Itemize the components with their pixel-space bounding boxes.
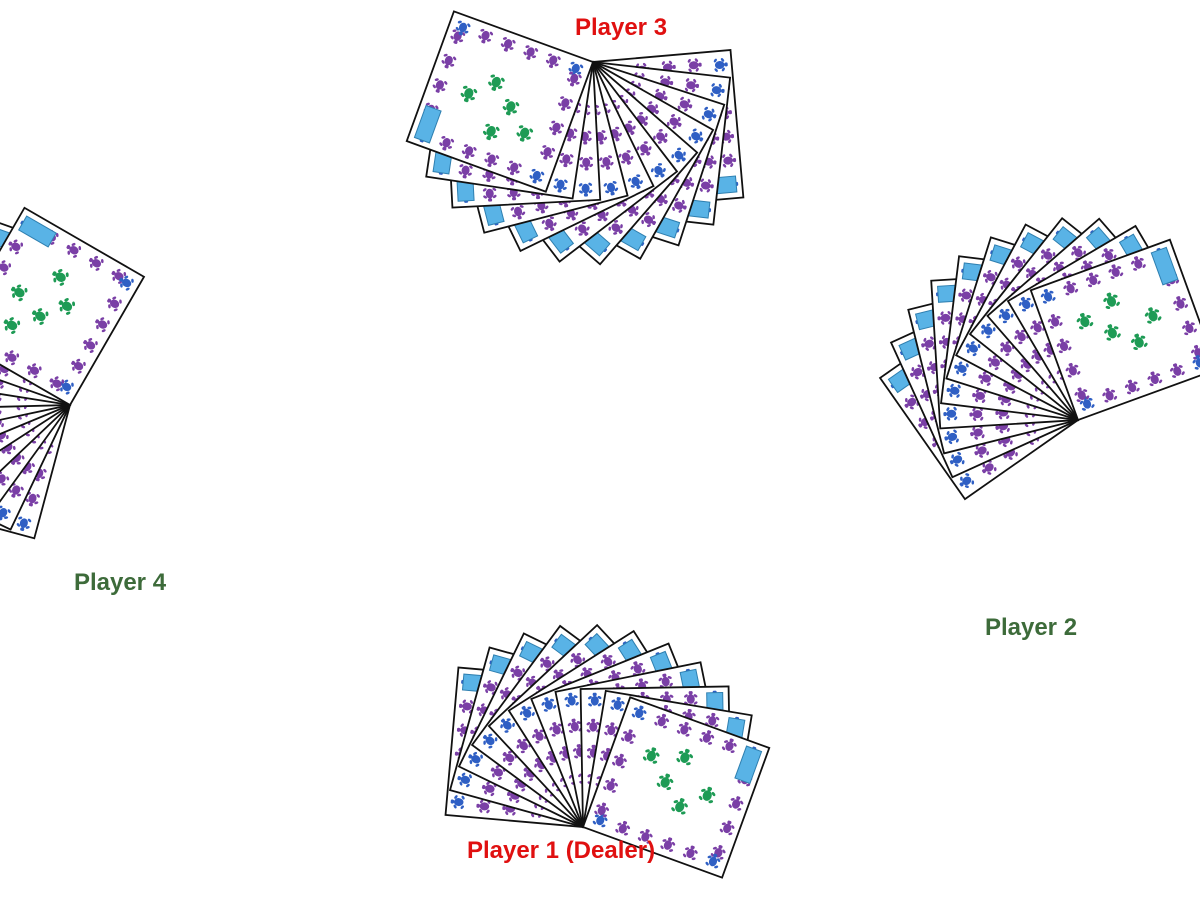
player-2-label: Player 2 xyxy=(985,614,1077,642)
player-3-label: Player 3 xyxy=(575,14,667,42)
hand-player-3 xyxy=(407,11,744,264)
player-4-label: Player 4 xyxy=(74,569,166,597)
hand-player-4 xyxy=(0,208,144,538)
player-1-dealer-label: Player 1 (Dealer) xyxy=(467,837,655,865)
hand-player-2 xyxy=(880,218,1200,499)
card-back xyxy=(0,208,144,405)
